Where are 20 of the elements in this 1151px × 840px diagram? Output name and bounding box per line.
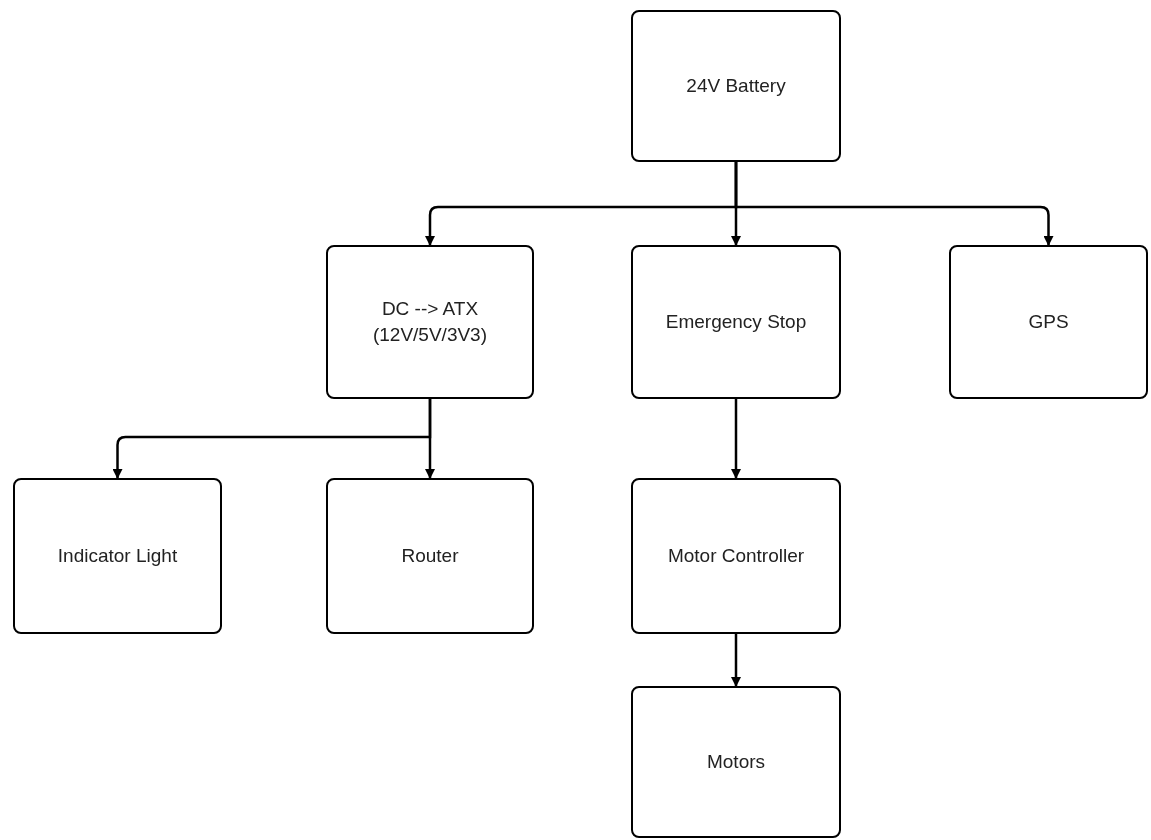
block-box xyxy=(631,245,841,399)
box-label: Motor Controller xyxy=(667,544,805,568)
box-label: Router xyxy=(401,544,459,568)
block-box xyxy=(13,478,222,634)
block-box xyxy=(949,245,1148,399)
box-label: 24V Battery xyxy=(686,74,786,98)
block-box xyxy=(631,10,841,162)
box-label: Indicator Light xyxy=(57,544,178,568)
box-label: Emergency Stop xyxy=(665,310,807,334)
arrow xyxy=(731,399,741,479)
block-box xyxy=(326,245,534,399)
arrow xyxy=(734,162,1054,246)
box-label: GPS xyxy=(1028,310,1069,334)
arrow xyxy=(731,634,741,687)
block-box xyxy=(631,478,841,634)
box-label: DC --> ATX (12V/5V/3V3) xyxy=(371,297,489,347)
block-box xyxy=(326,478,534,634)
arrow xyxy=(425,399,435,479)
box-label: Motors xyxy=(706,750,766,774)
block-box xyxy=(631,686,841,838)
